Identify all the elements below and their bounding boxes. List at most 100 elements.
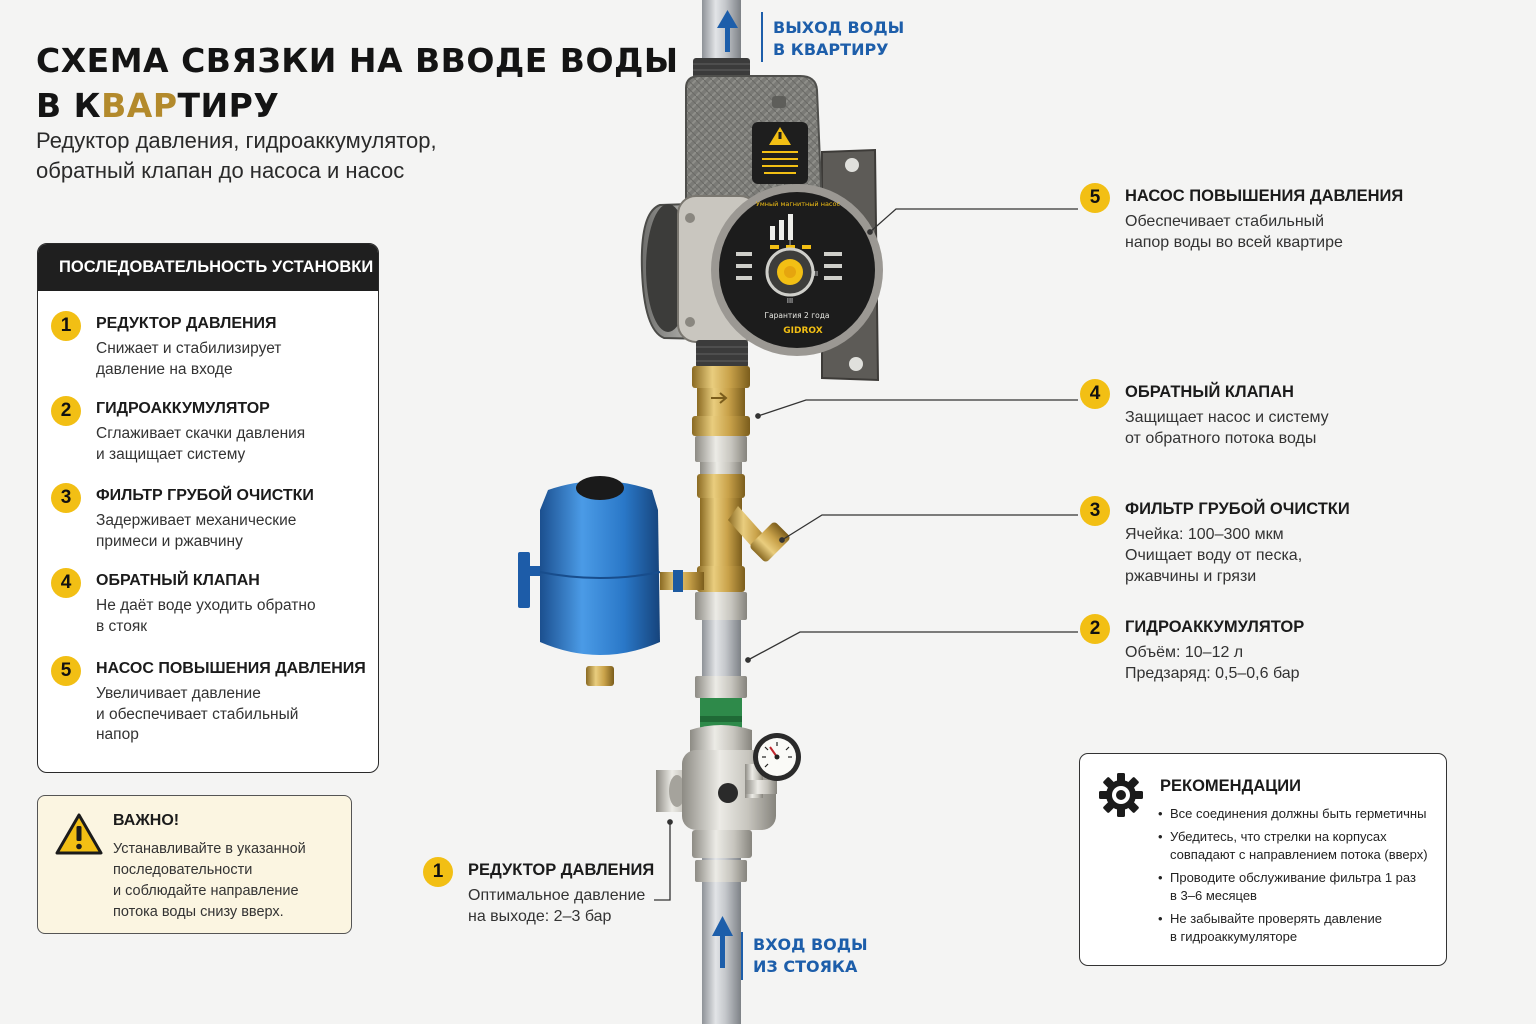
callout-title: ГИДРОАККУМУЛЯТОР — [1125, 618, 1305, 636]
callout-number-badge: 1 — [423, 857, 453, 887]
step-title: ФИЛЬТР ГРУБОЙ ОЧИСТКИ — [96, 487, 314, 504]
water-inlet-label: ВХОД ВОДЫ ИЗ СТОЯКА — [753, 934, 868, 978]
callout-line: Защищает насос и систему — [1125, 409, 1329, 426]
callout-title: НАСОС ПОВЫШЕНИЯ ДАВЛЕНИЯ — [1125, 187, 1404, 205]
arrow-up-icon — [717, 10, 738, 52]
arrow-up-icon — [712, 916, 733, 968]
y-strainer — [697, 474, 790, 592]
step-description: Не даёт воде уходить обратно в стояк — [96, 596, 316, 637]
union-nut-bottom — [695, 860, 747, 882]
callout-title: РЕДУКТОР ДАВЛЕНИЯ — [468, 861, 655, 879]
water-outlet-line-1: ВЫХОД ВОДЫ — [773, 18, 905, 37]
water-outlet-line-2: В КВАРТИРУ — [773, 40, 889, 59]
warning-triangle-icon — [55, 813, 103, 855]
recommendations-title: РЕКОМЕНДАЦИИ — [1160, 777, 1302, 795]
callout-line: Оптимальное давление — [468, 887, 646, 904]
callout-number-badge: 5 — [1080, 183, 1110, 213]
speed-label-3: III — [787, 297, 793, 305]
step-number-badge: 2 — [51, 396, 81, 426]
step-description: Увеличивает давление и обеспечивает стаб… — [96, 684, 298, 746]
title-line-2-part-c: ТИРУ — [177, 86, 280, 125]
callout-number-badge: 4 — [1080, 379, 1110, 409]
step-description-line: в стояк — [96, 617, 148, 635]
callout-line: Очищает воду от песка, — [1125, 547, 1303, 564]
recommendation-item: Не забывайте проверять давление в гидроа… — [1158, 910, 1428, 946]
callout-title: ФИЛЬТР ГРУБОЙ ОЧИСТКИ — [1125, 500, 1350, 518]
notice-title: ВАЖНО! — [113, 812, 180, 829]
recommendations-panel: РЕКОМЕНДАЦИИ Все соединения должны быть … — [1079, 753, 1447, 966]
step-description-line: примеси и ржавчину — [96, 532, 243, 550]
recommendation-item: Проводите обслуживание фильтра 1 раз в 3… — [1158, 869, 1428, 905]
step-description-line: Увеличивает давление — [96, 685, 261, 702]
leader-check-valve — [755, 399, 1078, 419]
leader-reducer — [654, 819, 673, 901]
callout-line: напор воды во всей квартире — [1125, 234, 1343, 251]
callout-line: от обратного потока воды — [1125, 430, 1317, 447]
step-description: Снижает и стабилизирует давление на вход… — [96, 339, 281, 380]
hydraulic-accumulator — [518, 476, 661, 686]
callout-description: Ячейка: 100–300 мкм Очищает воду от песк… — [1125, 524, 1302, 587]
flow-out-bar — [761, 12, 763, 62]
step-description-line: и защищает систему — [96, 445, 246, 463]
union-nut-middle — [695, 592, 747, 620]
step-description: Задерживает механические примеси и ржавч… — [96, 511, 296, 552]
subtitle-line-2: обратный клапан до насоса и насос — [36, 158, 405, 183]
step-number-badge: 3 — [51, 483, 81, 513]
step-description-line: Не даёт воде уходить обратно — [96, 597, 316, 614]
callout-number-badge: 2 — [1080, 614, 1110, 644]
notice-text: Устанавливайте в указанной последователь… — [113, 839, 306, 923]
subtitle-line-1: Редуктор давления, гидроаккумулятор, — [36, 128, 437, 153]
recommendations-list: Все соединения должны быть герметичны Уб… — [1158, 805, 1428, 951]
speed-label-2: II — [814, 270, 818, 278]
notice-line: последовательности — [113, 862, 253, 878]
important-notice: ВАЖНО! Устанавливайте в указанной послед… — [37, 795, 352, 934]
pressure-gauge — [753, 733, 801, 781]
water-inlet-line-2: ИЗ СТОЯКА — [753, 957, 858, 976]
title-line-2-part-a: В К — [36, 86, 102, 125]
sequence-panel-title: ПОСЛЕДОВАТЕЛЬНОСТЬ УСТАНОВКИ — [38, 244, 378, 291]
notice-line: и соблюдайте направление — [113, 883, 299, 899]
callout-title: ОБРАТНЫЙ КЛАПАН — [1125, 383, 1294, 401]
step-description-line: напор — [96, 726, 139, 743]
leader-pump — [867, 208, 1078, 235]
pressure-reducer — [656, 698, 777, 858]
callout-line: ржавчины и грязи — [1125, 568, 1257, 585]
check-valve — [692, 366, 750, 436]
gear-icon — [1099, 773, 1143, 817]
leader-accumulator — [745, 631, 1078, 663]
title-line-2: В КВАРТИРУ — [36, 86, 279, 125]
callout-description: Защищает насос и систему от обратного по… — [1125, 407, 1329, 449]
pump-warning-sticker — [752, 122, 808, 184]
callout-line: на выходе: 2–3 бар — [468, 908, 612, 925]
leader-filter — [779, 514, 1078, 543]
callout-line: Ячейка: 100–300 мкм — [1125, 526, 1284, 543]
callout-description: Обеспечивает стабильный напор воды во вс… — [1125, 211, 1343, 253]
step-title: ОБРАТНЫЙ КЛАПАН — [96, 572, 260, 589]
callout-line: Объём: 10–12 л — [1125, 644, 1244, 661]
callout-line: Предзаряд: 0,5–0,6 бар — [1125, 665, 1300, 682]
step-number-badge: 4 — [51, 568, 81, 598]
svg-text:Умный магнитный насос: Умный магнитный насос — [756, 200, 841, 208]
installation-sequence-panel: ПОСЛЕДОВАТЕЛЬНОСТЬ УСТАНОВКИ 1 РЕДУКТОР … — [37, 243, 379, 773]
callout-description: Оптимальное давление на выходе: 2–3 бар — [468, 885, 645, 927]
step-number-badge: 5 — [51, 656, 81, 686]
step-description: Сглаживает скачки давления и защищает си… — [96, 424, 305, 465]
recommendation-item: Все соединения должны быть герметичны — [1158, 805, 1428, 823]
step-description-line: давление на входе — [96, 360, 233, 378]
title-line-1: СХЕМА СВЯЗКИ НА ВВОДЕ ВОДЫ — [36, 41, 679, 80]
callout-number-badge: 3 — [1080, 496, 1110, 526]
speed-label-1: I — [789, 239, 791, 247]
callout-description: Объём: 10–12 л Предзаряд: 0,5–0,6 бар — [1125, 642, 1300, 684]
water-outlet-label: ВЫХОД ВОДЫ В КВАРТИРУ — [773, 17, 904, 61]
pump-warranty-text: Гарантия 2 года — [764, 311, 829, 320]
step-description-line: Задерживает механические — [96, 512, 297, 529]
water-inlet-line-1: ВХОД ВОДЫ — [753, 935, 868, 954]
notice-line: потока воды снизу вверх. — [113, 904, 284, 920]
union-nut-upper — [695, 436, 747, 462]
notice-line: Устанавливайте в указанной — [113, 841, 306, 857]
step-description-line: Снижает и стабилизирует — [96, 340, 282, 357]
page-title: СХЕМА СВЯЗКИ НА ВВОДЕ ВОДЫ В КВАРТИРУ — [36, 38, 679, 128]
step-title: РЕДУКТОР ДАВЛЕНИЯ — [96, 315, 277, 332]
page-subtitle: Редуктор давления, гидроаккумулятор, обр… — [36, 126, 437, 186]
